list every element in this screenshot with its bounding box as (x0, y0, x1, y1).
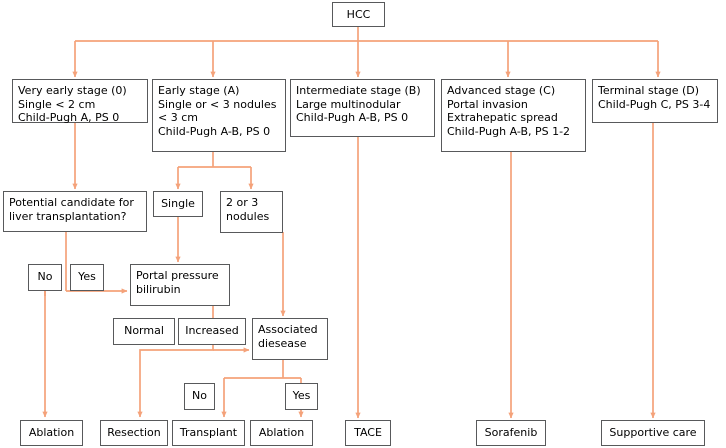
node-increased[interactable]: Increased (178, 318, 246, 345)
node-intermediate-stage-b[interactable]: Intermediate stage (B) Large multinodula… (290, 79, 435, 137)
node-no-associated-disease[interactable]: No (184, 383, 215, 410)
node-hcc[interactable]: HCC (332, 2, 385, 27)
node-yes-associated-disease[interactable]: Yes (285, 383, 318, 410)
node-yes-transplant[interactable]: Yes (70, 264, 104, 291)
node-advanced-stage-c[interactable]: Advanced stage (C) Portal invasion Extra… (441, 79, 586, 152)
node-tace[interactable]: TACE (345, 420, 391, 446)
node-supportive-care[interactable]: Supportive care (601, 420, 705, 446)
node-portal-pressure-bilirubin[interactable]: Portal pressure bilirubin (130, 264, 230, 306)
node-no-transplant[interactable]: No (28, 264, 62, 291)
node-ablation-left[interactable]: Ablation (20, 420, 83, 446)
node-sorafenib[interactable]: Sorafenib (476, 420, 546, 446)
node-ablation-right[interactable]: Ablation (250, 420, 313, 446)
node-resection[interactable]: Resection (100, 420, 168, 446)
node-transplant-candidate-question[interactable]: Potential candidate for liver transplant… (3, 191, 147, 232)
node-single[interactable]: Single (153, 191, 203, 217)
node-associated-disease[interactable]: Associated diesease (252, 318, 328, 360)
node-very-early-stage-0[interactable]: Very early stage (0) Single < 2 cm Child… (12, 79, 148, 124)
node-terminal-stage-d[interactable]: Terminal stage (D) Child-Pugh C, PS 3-4 (592, 79, 718, 123)
node-two-or-three-nodules[interactable]: 2 or 3 nodules (220, 191, 283, 233)
node-normal[interactable]: Normal (113, 318, 175, 345)
node-transplant[interactable]: Transplant (172, 420, 245, 446)
node-early-stage-a[interactable]: Early stage (A) Single or < 3 nodules < … (152, 79, 286, 152)
